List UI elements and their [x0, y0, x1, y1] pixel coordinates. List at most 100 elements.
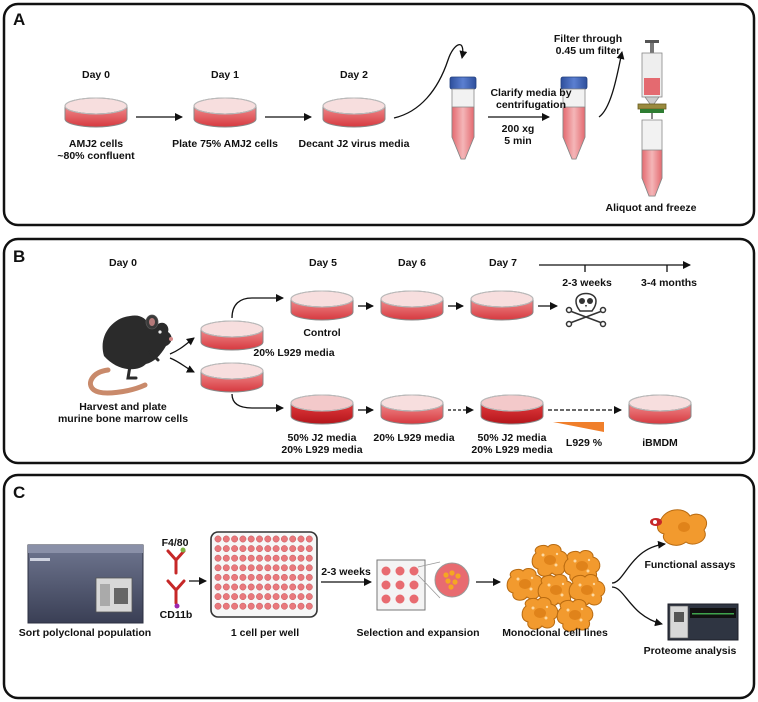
a-syringe-filter-icon — [637, 40, 667, 119]
well — [231, 545, 239, 552]
b-harvest-line2: murine bone marrow cells — [58, 413, 188, 425]
b-arrow-to-control — [231, 294, 284, 319]
well — [272, 545, 280, 552]
well — [289, 602, 297, 610]
b-weeks-label: 2-3 weeks — [562, 277, 612, 289]
well — [231, 574, 239, 581]
well — [280, 545, 288, 552]
c-sort-label: Sort polyclonal population — [19, 627, 151, 639]
well — [280, 574, 288, 581]
well — [305, 593, 313, 600]
antibody-f480-icon — [166, 547, 186, 575]
well — [280, 554, 288, 562]
well — [272, 574, 280, 581]
well — [289, 535, 297, 543]
a-day2-label: Day 2 — [340, 69, 368, 81]
well — [239, 564, 247, 572]
well — [214, 583, 222, 591]
well — [256, 583, 263, 591]
b-arrow-mouse-up — [169, 337, 195, 355]
well — [272, 602, 280, 610]
well — [280, 593, 288, 600]
well — [214, 602, 222, 610]
well — [239, 545, 247, 552]
b-l929-pct-label: L929 % — [566, 437, 603, 449]
cell-sorter-icon — [27, 544, 144, 624]
b-arrow-to-j2 — [231, 393, 284, 412]
well — [289, 545, 297, 552]
well — [297, 602, 305, 610]
well — [264, 583, 272, 591]
well — [214, 535, 222, 543]
well — [231, 564, 239, 572]
well — [222, 554, 230, 562]
c-proteome-label: Proteome analysis — [644, 645, 737, 657]
c-cd11b-label: CD11b — [160, 609, 193, 621]
well — [222, 602, 230, 610]
b-l929-20-label-c: 20% L929 media — [471, 444, 552, 456]
well — [247, 583, 255, 591]
panel-a-letter: A — [13, 10, 25, 29]
b-arrow-mouse-down — [169, 357, 195, 373]
well — [214, 554, 222, 562]
well — [256, 545, 263, 552]
well — [214, 564, 222, 572]
well — [305, 554, 313, 562]
panel-c: C F4/80 CD11b Sort polyclonal population — [2, 473, 756, 700]
a-cells-line2: ~80% confluent — [57, 150, 135, 162]
well — [247, 554, 255, 562]
well — [231, 554, 239, 562]
well — [231, 583, 239, 591]
a-aliquot-label: Aliquot and freeze — [605, 202, 696, 214]
well — [231, 602, 239, 610]
well — [239, 554, 247, 562]
well — [247, 593, 255, 600]
b-dish-control-day7 — [470, 290, 534, 321]
well — [222, 564, 230, 572]
well — [289, 593, 297, 600]
well — [239, 574, 247, 581]
b-j2-50-label-b: 50% J2 media — [478, 432, 547, 444]
well — [247, 602, 255, 610]
well — [239, 535, 247, 543]
well — [222, 593, 230, 600]
panel-b-letter: B — [13, 247, 25, 266]
well — [305, 535, 313, 543]
well — [305, 583, 313, 591]
panel-a: A Day 0 Day 1 Day 2 AMJ2 cells ~80% conf… — [2, 2, 756, 227]
a-speed-label: 200 xg — [502, 123, 535, 135]
well — [297, 564, 305, 572]
well — [239, 593, 247, 600]
b-dish-control-day5 — [290, 290, 354, 321]
a-clarify-line1: Clarify media by — [490, 87, 571, 99]
well — [214, 545, 222, 552]
a-arrow-to-filter — [598, 51, 625, 118]
well — [222, 574, 230, 581]
b-months-label: 3-4 months — [641, 277, 697, 289]
well — [231, 593, 239, 600]
a-collection-tube-icon — [641, 119, 663, 197]
well — [247, 545, 255, 552]
well — [264, 574, 272, 581]
b-day7-label: Day 7 — [489, 257, 517, 269]
well — [305, 602, 313, 610]
a-filter-line1: Filter through — [554, 33, 622, 45]
well — [264, 554, 272, 562]
well — [272, 564, 280, 572]
well — [247, 564, 255, 572]
well — [272, 583, 280, 591]
b-harvest-line1: Harvest and plate — [79, 401, 167, 413]
a-time-label: 5 min — [504, 135, 531, 147]
well — [297, 574, 305, 581]
well — [214, 593, 222, 600]
a-decant-label: Decant J2 virus media — [299, 138, 410, 150]
well — [272, 535, 280, 543]
b-j2-50-label-a: 50% J2 media — [288, 432, 357, 444]
well — [297, 593, 305, 600]
well — [256, 554, 263, 562]
a-filter-line2: 0.45 um filter — [556, 45, 621, 57]
b-l929-taper-wedge — [553, 422, 604, 432]
c-selection-label: Selection and expansion — [356, 627, 479, 639]
well — [289, 574, 297, 581]
